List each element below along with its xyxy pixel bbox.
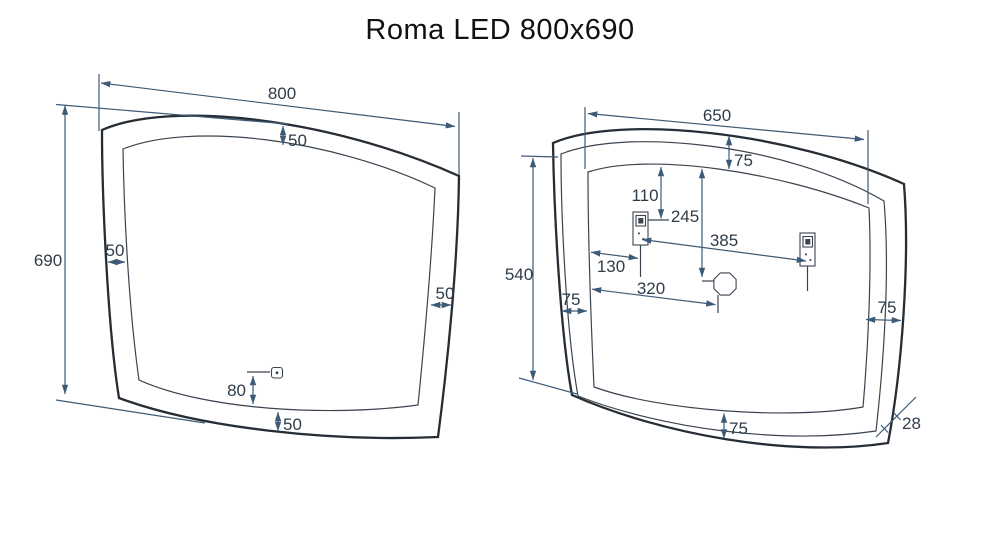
mirror-outline	[100, 114, 461, 440]
glass-edge-line	[560, 141, 888, 437]
dim-line-cable-inset	[591, 287, 716, 307]
label-inset-right: 75	[878, 298, 897, 317]
label-depth: 28	[902, 414, 921, 433]
label-cable-inset: 320	[637, 279, 665, 298]
label-border-top: 50	[288, 131, 307, 150]
label-frame-width: 650	[703, 106, 731, 125]
label-border-bottom: 50	[283, 415, 302, 434]
touch-sensor-dot	[275, 371, 279, 375]
dim-line-inset-right	[865, 316, 902, 324]
front-view: 690 800 50 50 50 50 80	[34, 74, 461, 440]
dim-line-bracket-spacing	[641, 237, 807, 263]
mirror-back-outline	[551, 128, 908, 449]
junction-box-octagon	[713, 272, 737, 296]
label-inset-top: 75	[734, 151, 753, 170]
label-bracket-spacing: 385	[710, 231, 738, 250]
extension-line	[520, 155, 559, 158]
label-inset-left: 75	[562, 290, 581, 309]
bracket-keyhole	[635, 214, 647, 227]
dim-tick	[880, 424, 889, 433]
mirror-led-edge	[122, 135, 436, 412]
dim-line-depth-leader	[875, 396, 917, 438]
label-inset-bottom: 75	[729, 419, 748, 438]
bracket-screw-dot	[638, 232, 640, 235]
label-height: 690	[34, 251, 62, 270]
extension-line	[55, 399, 206, 424]
label-frame-height: 540	[505, 265, 533, 284]
extension-line	[55, 103, 289, 125]
bracket-screw-dot	[809, 259, 812, 261]
label-bracket-drop: 110	[631, 186, 658, 205]
mounting-bracket-left	[632, 211, 669, 277]
bracket-screw-dot	[805, 253, 807, 256]
label-cable-drop: 245	[671, 207, 699, 226]
label-sensor-offset: 80	[227, 381, 246, 400]
label-border-right: 50	[436, 284, 455, 303]
back-frame-panel	[587, 163, 871, 414]
dim-tick	[893, 412, 901, 421]
back-view: 650 540 75 110 245 385 130 320	[505, 106, 921, 449]
extension-line	[518, 377, 578, 395]
label-border-left: 50	[106, 241, 125, 260]
bracket-slot	[805, 239, 811, 245]
junction-box	[702, 272, 737, 313]
dim-line-frame-width	[587, 111, 865, 142]
touch-sensor-icon	[270, 366, 284, 379]
bracket-slot	[638, 218, 644, 224]
label-bracket-inset: 130	[597, 257, 625, 276]
mounting-bracket-right	[799, 232, 816, 291]
label-width: 800	[268, 84, 296, 103]
dim-line-width	[100, 80, 456, 129]
page-title: Roma LED 800x690	[365, 14, 635, 46]
dim-line-bracket-inset	[590, 250, 639, 261]
